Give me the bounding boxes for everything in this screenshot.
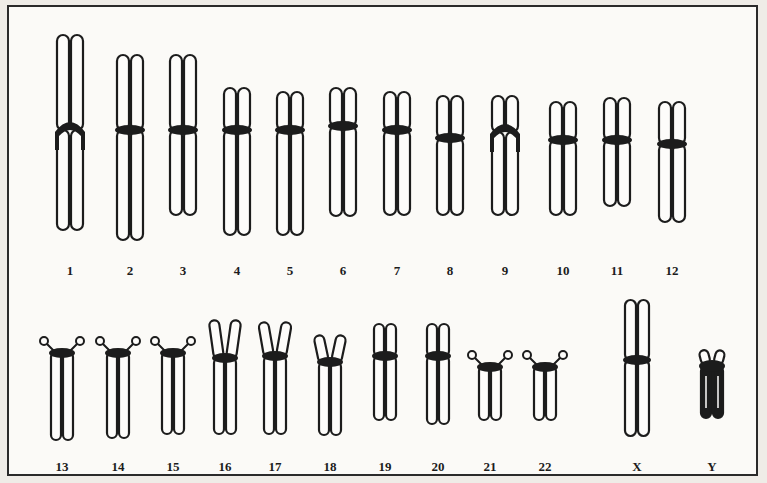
chromosome-19 [372,324,398,420]
chromosome-6 [328,88,358,216]
chromosome-13 [40,337,84,440]
chromosome-22 [523,351,567,420]
chromosome-7 [382,92,412,215]
chromosome-number: 6 [340,264,347,277]
chromosome-2 [115,55,145,240]
frame [8,6,757,475]
chromosome-20 [425,324,451,424]
chromosome-number: 9 [502,264,509,277]
chromosome-8 [435,96,465,215]
chromosome-5 [275,92,305,235]
chromosome-21 [468,351,512,420]
chromosome-1 [55,35,85,230]
chromosome-10 [548,102,578,215]
chromosome-12 [657,102,687,222]
chromosome-number: 18 [324,460,337,473]
chromosome-number: 20 [432,460,445,473]
chromosome-14 [96,337,140,438]
chromosome-number: Y [707,460,716,473]
chromosome-number: 12 [666,264,679,277]
chromosome-number: X [632,460,641,473]
chromosome-9 [490,96,520,215]
chromosome-number: 16 [219,460,232,473]
chromosome-number: 2 [127,264,134,277]
chromosome-number: 5 [287,264,294,277]
chromosome-number: 15 [167,460,180,473]
chromosome-number: 13 [56,460,69,473]
chromosome-number: 19 [379,460,392,473]
chromosome-17 [258,322,292,434]
chromosome-number: 17 [269,460,282,473]
chromosome-18 [313,335,346,435]
chromosome-number: 4 [234,264,241,277]
chromosome-y [699,349,726,418]
chromosome-3 [168,55,198,215]
chromosome-number: 7 [394,264,401,277]
chromosome-15 [151,337,195,434]
chromosome-number: 10 [557,264,570,277]
chromosome-11 [602,98,632,206]
chromosome-number: 8 [447,264,454,277]
chromosome-number: 11 [611,264,623,277]
chromosome-16 [209,320,241,434]
chromosome-4 [222,88,252,235]
chromosome-number: 3 [180,264,187,277]
chromosome-x [623,300,651,436]
chromosome-number: 22 [539,460,552,473]
chromosome-number: 14 [112,460,125,473]
chromosome-number: 1 [67,264,74,277]
chromosome-number: 21 [484,460,497,473]
